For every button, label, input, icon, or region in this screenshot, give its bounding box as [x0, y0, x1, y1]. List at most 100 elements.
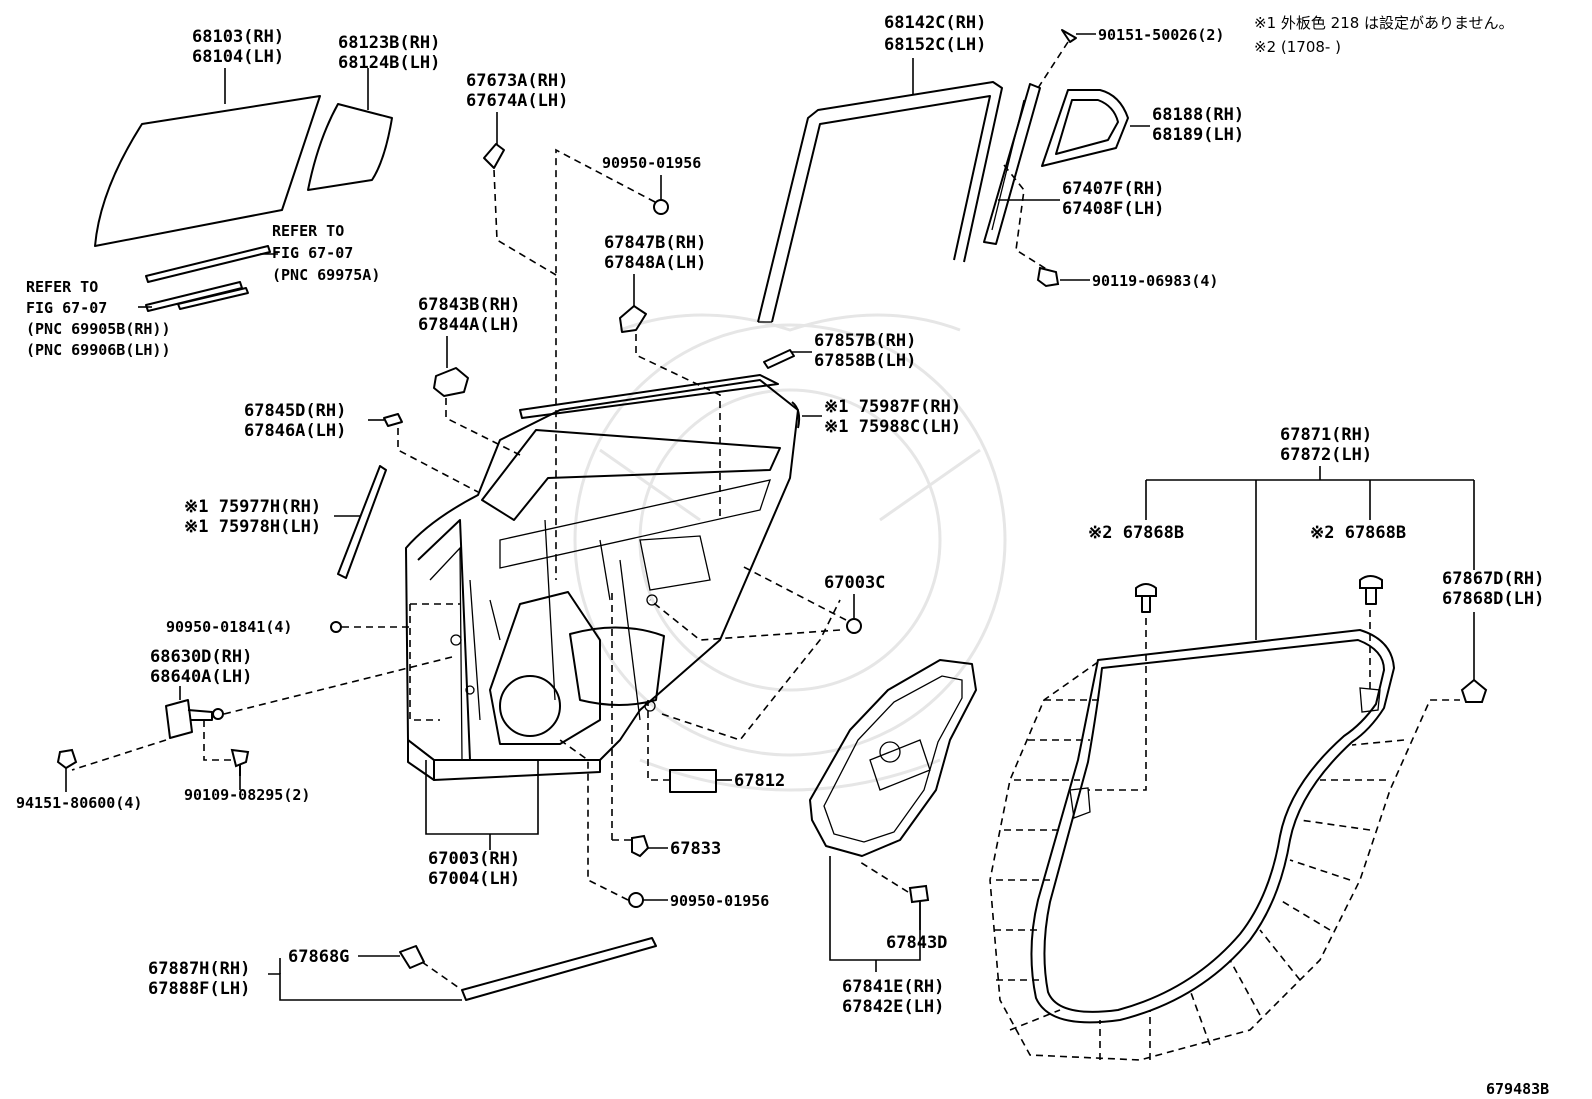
sticker-67812	[669, 769, 717, 793]
label-67844: 67844A(LH)	[418, 315, 520, 335]
dash-67845	[397, 428, 479, 493]
dash-90151	[1037, 41, 1069, 89]
ref2-line4: (PNC 69906B(LH))	[26, 341, 171, 359]
dash-weatherstrip-area	[989, 661, 1460, 1061]
label-67407: 67407F(RH)	[1062, 179, 1164, 199]
label-68640: 68640A(LH)	[150, 667, 252, 687]
bolt-90109	[230, 748, 250, 776]
label-68142: 68142C(RH)	[884, 13, 986, 33]
clip-67868b-right	[1359, 575, 1383, 605]
clip-67867d	[1460, 678, 1488, 703]
label-67847: 67847B(RH)	[604, 233, 706, 253]
label-90109: 90109-08295(2)	[184, 786, 310, 804]
rear-door-panel	[405, 374, 799, 781]
dash-67843d	[859, 861, 909, 893]
dash-67003c	[649, 564, 847, 641]
label-67843b: 67843B(RH)	[418, 295, 520, 315]
note-2: ※2 (1708- )	[1254, 38, 1341, 56]
watermark-emblem	[573, 313, 1007, 792]
label-67003c: 67003C	[824, 573, 885, 593]
lower-moulding-67887	[399, 937, 657, 1001]
label-67868b-left: ※2 67868B	[1088, 523, 1184, 543]
quarter-window-68188	[1041, 89, 1129, 167]
label-90950-top: 90950-01956	[602, 154, 701, 172]
label-67673: 67673A(RH)	[466, 71, 568, 91]
label-68124: 68124B(LH)	[338, 53, 440, 73]
dash-67673	[493, 169, 557, 276]
ref2-line3: (PNC 69905B(RH))	[26, 320, 171, 338]
label-68630: 68630D(RH)	[150, 647, 252, 667]
label-67857: 67857B(RH)	[814, 331, 916, 351]
label-68189: 68189(LH)	[1152, 125, 1244, 145]
label-67408: 67408F(LH)	[1062, 199, 1164, 219]
label-68104: 68104(LH)	[192, 47, 284, 67]
ref1-line1: REFER TO	[272, 222, 344, 240]
clip-67673	[483, 143, 505, 169]
dash-67407	[1003, 164, 1049, 271]
clip-67847	[619, 305, 647, 333]
label-75977: ※1 75977H(RH)	[184, 497, 321, 517]
figure-id: 679483B	[1486, 1080, 1549, 1098]
label-67846: 67846A(LH)	[244, 421, 346, 441]
label-67868b-right: ※2 67868B	[1310, 523, 1406, 543]
quarter-glass	[307, 103, 393, 191]
hinge-68630	[165, 699, 224, 739]
dash-67868g	[421, 961, 463, 991]
bracket-67887	[268, 973, 462, 1001]
label-67845: 67845D(RH)	[244, 401, 346, 421]
label-67848: 67848A(LH)	[604, 253, 706, 273]
dash-90950-top	[555, 148, 656, 580]
label-68123: 68123B(RH)	[338, 33, 440, 53]
label-90151: 90151-50026(2)	[1098, 26, 1224, 44]
label-67871: 67871(RH)	[1280, 425, 1372, 445]
nut-90950-top	[653, 199, 669, 215]
bolt-90119	[1036, 266, 1060, 288]
label-68103: 68103(RH)	[192, 27, 284, 47]
nut-94151	[56, 748, 78, 770]
dash-68630	[71, 655, 457, 771]
label-67003: 67003(RH)	[428, 849, 520, 869]
moulding-75977	[337, 465, 387, 579]
dash-67833	[611, 590, 632, 841]
ref1-line3: (PNC 69975A)	[272, 266, 380, 284]
labels: 68103(RH) 68104(LH) 68123B(RH) 68124B(LH…	[16, 13, 1549, 1098]
clip-67843d	[908, 884, 930, 904]
division-bar-67407	[983, 83, 1041, 245]
label-90950-bottom: 90950-01956	[670, 892, 769, 910]
label-68188: 68188(RH)	[1152, 105, 1244, 125]
rear-door-glass	[94, 95, 321, 247]
clip-67857	[763, 349, 795, 369]
label-68152: 68152C(LH)	[884, 35, 986, 55]
label-67812: 67812	[734, 771, 785, 791]
plug-67003c	[846, 618, 862, 634]
label-75987: ※1 75987F(RH)	[824, 397, 961, 417]
bracket-67003	[425, 760, 539, 835]
bracket-67871	[1145, 466, 1475, 680]
dash-90950-01841	[342, 603, 460, 721]
label-67867: 67867D(RH)	[1442, 569, 1544, 589]
clip-67845	[383, 413, 403, 427]
label-67842: 67842E(LH)	[842, 997, 944, 1017]
service-hole-cover	[809, 659, 977, 857]
label-67888: 67888F(LH)	[148, 979, 250, 999]
glass-run-channel	[757, 81, 1003, 323]
label-94151: 94151-80600(4)	[16, 794, 142, 812]
label-67887: 67887H(RH)	[148, 959, 250, 979]
label-75978: ※1 75978H(LH)	[184, 517, 321, 537]
label-67872: 67872(LH)	[1280, 445, 1372, 465]
label-67674: 67674A(LH)	[466, 91, 568, 111]
dash-90950-bottom	[559, 739, 629, 901]
label-90950-01841: 90950-01841(4)	[166, 618, 292, 636]
clip-67868b-left	[1135, 583, 1157, 613]
label-67843d: 67843D	[886, 933, 947, 953]
dash-67843b	[445, 398, 521, 456]
door-weatherstrip	[1030, 629, 1395, 1024]
note-1: ※1 外板色 218 は設定がありません。	[1254, 14, 1514, 32]
label-67841: 67841E(RH)	[842, 977, 944, 997]
dash-67812	[647, 599, 841, 781]
belt-strips	[145, 245, 271, 312]
nut-90950-bottom	[628, 892, 644, 908]
screw-90151	[1061, 29, 1077, 43]
